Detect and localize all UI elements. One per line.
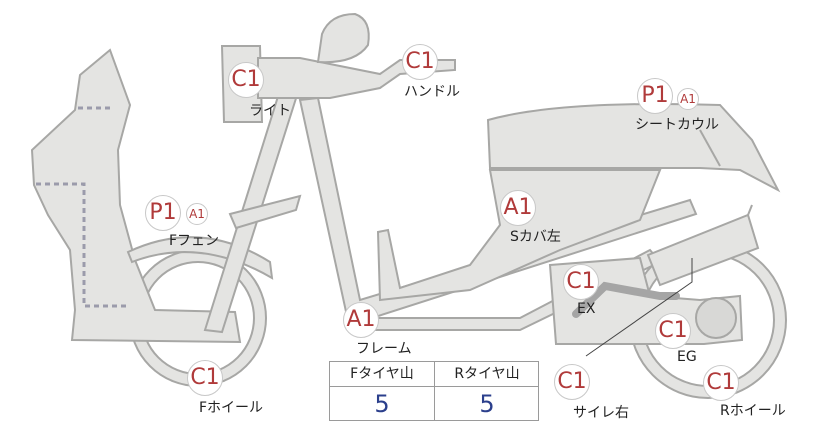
rear-tire-value: 5: [479, 390, 495, 418]
frame-label: フレーム: [356, 341, 412, 357]
frame-grade-badge: A1: [343, 302, 379, 338]
scover-grade-badge: A1: [500, 190, 536, 226]
light-label: ライト: [249, 103, 291, 119]
main-frame: [298, 96, 698, 331]
eg-label: EG: [677, 349, 697, 365]
handle-label: ハンドル: [404, 84, 460, 100]
fwheel-label: Fホイール: [199, 400, 264, 416]
exhaust-pipe: [572, 281, 680, 318]
tire-tread-table: Fタイヤ山 Rタイヤ山 5 5: [329, 361, 539, 421]
muffler-body: [646, 213, 760, 287]
leg-shield: [30, 48, 242, 344]
seat-cowl: [486, 103, 781, 193]
fwheel-grade-badge: C1: [187, 360, 223, 396]
ffender-grade-badge: P1: [145, 195, 181, 231]
seatcowl-grade-badge: P1: [637, 78, 673, 114]
front-tire-header: Fタイヤ山: [330, 362, 434, 387]
muffler-grade-badge: C1: [554, 364, 590, 400]
table-divider: [434, 362, 435, 420]
light-grade-badge: C1: [228, 62, 264, 98]
seatcowl-label: シートカウル: [635, 117, 719, 133]
rwheel-grade-badge: C1: [703, 365, 739, 401]
ffender-sub-badge: A1: [186, 203, 208, 225]
rwheel-label: Rホイール: [720, 403, 786, 419]
muffler-label: サイレ右: [573, 405, 629, 421]
seatcowl-sub-badge: A1: [677, 88, 699, 110]
scover-label: Sカバ左: [510, 229, 561, 245]
ffender-label: Fフェン: [169, 233, 220, 249]
side-cover: [376, 169, 662, 302]
handle-grade-badge: C1: [402, 44, 438, 80]
ex-label: EX: [577, 301, 596, 317]
front-tire-value: 5: [374, 390, 390, 418]
rear-tire-header: Rタイヤ山: [435, 362, 539, 387]
eg-grade-badge: C1: [655, 313, 691, 349]
ex-grade-badge: C1: [563, 264, 599, 300]
mirror: [316, 12, 370, 64]
